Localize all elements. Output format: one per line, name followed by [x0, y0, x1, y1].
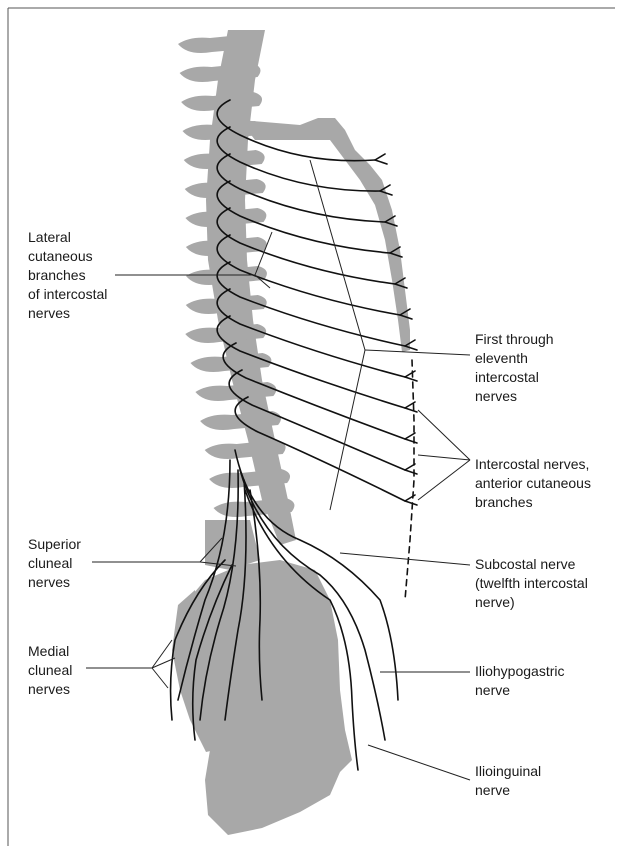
label-subcostal: Subcostal nerve (twelfth intercostal ner… — [475, 555, 588, 612]
label-line: Ilioinguinal — [475, 762, 541, 781]
label-iliohypogastric: Iliohypogastric nerve — [475, 662, 565, 700]
anatomy-silhouette — [172, 30, 410, 835]
anterior-branch — [405, 402, 417, 412]
label-line: cutaneous — [28, 247, 107, 266]
leader-medial-cluneal-c — [152, 668, 168, 688]
label-line: nerves — [28, 573, 81, 592]
label-line: Medial — [28, 642, 72, 661]
label-superior-cluneal: Superior cluneal nerves — [28, 535, 81, 592]
anterior-branch — [405, 464, 417, 474]
label-medial-cluneal: Medial cluneal nerves — [28, 642, 72, 699]
label-line: Intercostal nerves, — [475, 455, 591, 474]
leader-first-eleventh-c — [330, 350, 365, 510]
leader-subcostal — [340, 553, 470, 565]
label-line: Superior — [28, 535, 81, 554]
label-line: nerve) — [475, 593, 588, 612]
anterior-branch — [375, 154, 387, 164]
label-line: Iliohypogastric — [475, 662, 565, 681]
label-line: nerves — [475, 387, 554, 406]
label-ilioinguinal: Ilioinguinal nerve — [475, 762, 541, 800]
leader-first-eleventh — [365, 350, 470, 355]
label-line: nerves — [28, 680, 72, 699]
label-lateral-cutaneous: Lateral cutaneous branches of intercosta… — [28, 228, 107, 323]
pelvis — [182, 560, 352, 835]
anterior-branch — [405, 433, 417, 443]
label-first-through-eleventh: First through eleventh intercostal nerve… — [475, 330, 554, 406]
label-line: Subcostal nerve — [475, 555, 588, 574]
leader-anterior-cutaneous-a — [418, 410, 470, 460]
label-line: intercostal — [475, 368, 554, 387]
label-line: First through — [475, 330, 554, 349]
label-line: nerve — [475, 681, 565, 700]
leader-anterior-cutaneous-b — [418, 455, 470, 460]
label-line: cluneal — [28, 554, 81, 573]
label-line: branches — [475, 493, 591, 512]
anterior-branch — [405, 371, 417, 381]
label-line: cluneal — [28, 661, 72, 680]
label-line: (twelfth intercostal — [475, 574, 588, 593]
leader-ilioinguinal — [368, 745, 470, 780]
label-line: anterior cutaneous — [475, 474, 591, 493]
anterior-branch — [405, 495, 417, 505]
anterior-nerve-line — [405, 360, 414, 600]
leader-anterior-cutaneous-c — [418, 460, 470, 500]
label-line: nerves — [28, 304, 107, 323]
label-line: Lateral — [28, 228, 107, 247]
rib-cage-wall — [240, 118, 410, 352]
label-line: branches — [28, 266, 107, 285]
label-line: eleventh — [475, 349, 554, 368]
label-line: nerve — [475, 781, 541, 800]
label-line: of intercostal — [28, 285, 107, 304]
label-anterior-cutaneous: Intercostal nerves, anterior cutaneous b… — [475, 455, 591, 512]
